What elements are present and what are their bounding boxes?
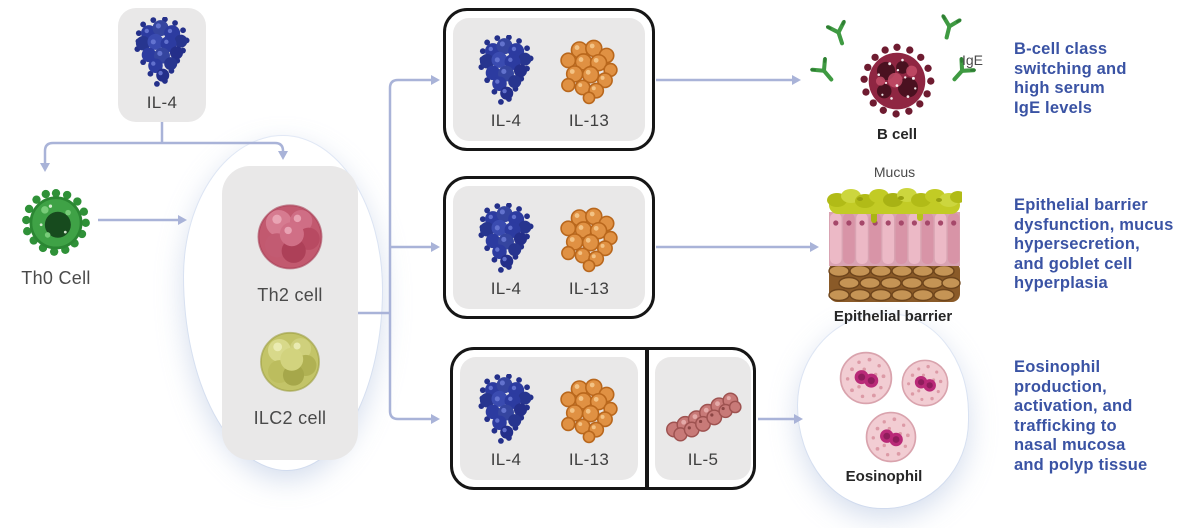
cytokine-il13: IL-13: [557, 206, 621, 299]
outcome-text-line: Epithelial barrier: [1014, 196, 1148, 214]
th0-cell-icon: [17, 182, 95, 260]
epithelial-barrier-illustration: [827, 188, 962, 302]
outcome-text-line: production,: [1014, 377, 1107, 396]
eosinophil-caption: Eosinophil: [845, 468, 923, 485]
ilc2-cell-icon: [253, 324, 327, 398]
il5-label: IL-5: [687, 450, 719, 469]
il4-cytokine-icon: [477, 203, 535, 273]
cytokine-il5: IL-5: [661, 386, 745, 470]
il4-source-label: IL-4: [146, 93, 178, 112]
il4-cytokine-icon: [477, 35, 535, 105]
cytokine-il4: IL-4: [477, 374, 535, 470]
outcome-text-line: dysfunction, mucus: [1014, 215, 1174, 234]
th2-cell-icon: [251, 197, 329, 275]
th2-cell-label: Th2 cell: [257, 285, 323, 306]
cytokine-il13: IL-13: [557, 38, 621, 131]
il5-cytokine-icon: [661, 386, 745, 444]
ige-label: IgE: [962, 52, 984, 68]
outcome-text-line: IgE levels: [1014, 98, 1093, 117]
outcome-text-line: hypersecretion,: [1014, 235, 1140, 253]
th0-cell-label: Th0 Cell: [21, 268, 91, 288]
il13-label: IL-13: [568, 111, 610, 130]
mucus-label: Mucus: [873, 164, 916, 180]
outcome-text-line: switching and: [1014, 59, 1127, 78]
outcome-text-line: activation, and: [1014, 397, 1133, 415]
cytokine-box-top: IL-4 IL-13: [443, 8, 655, 151]
b-cell-icon: [855, 40, 939, 124]
outcome-text-line: B-cell class: [1014, 40, 1108, 58]
outcome-text-line: Eosinophil: [1014, 358, 1101, 376]
il4-cytokine-icon: [133, 17, 191, 87]
ilc2-cell: ILC2 cell: [253, 324, 327, 429]
outcome-text-line: high serum: [1014, 79, 1105, 97]
il4-cytokine-icon: [477, 374, 535, 444]
cytokine-il13: IL-13: [557, 377, 621, 470]
box-divider: [645, 350, 649, 487]
bcell-outcome-text: B-cell class switching and high serum Ig…: [1014, 40, 1127, 118]
cytokine-il4: IL-4: [477, 35, 535, 131]
outcome-text-line: nasal mucosa: [1014, 436, 1126, 454]
epithelium-outcome-text: Epithelial barrier dysfunction, mucus hy…: [1014, 196, 1173, 294]
eosinophil-cell-icon: [864, 410, 918, 464]
outcome-text-line: hyperplasia: [1014, 274, 1108, 292]
il4-label: IL-4: [490, 111, 522, 130]
eosinophil-cell-icon: [838, 350, 894, 406]
outcome-text-line: trafficking to: [1014, 416, 1117, 435]
il13-cytokine-icon: [557, 206, 621, 273]
il13-cytokine-icon: [557, 38, 621, 105]
il13-cytokine-icon: [557, 377, 621, 444]
il4-label: IL-4: [490, 279, 522, 298]
outcome-text-line: and polyp tissue: [1014, 455, 1148, 474]
cytokine-il4: IL-4: [477, 203, 535, 299]
il4-source-card: IL-4: [118, 8, 206, 122]
il13-label: IL-13: [568, 450, 610, 469]
il13-label: IL-13: [568, 279, 610, 298]
th2-cell: Th2 cell: [251, 197, 329, 306]
eosinophil-cloud: [798, 314, 968, 508]
cytokine-box-bottom: IL-4 IL-13 IL-5: [450, 347, 756, 490]
cytokine-box-middle: IL-4 IL-13: [443, 176, 655, 319]
eosinophil-outcome-text: Eosinophil production, activation, and t…: [1014, 358, 1147, 475]
eosinophil-cell-icon: [900, 358, 950, 408]
epithelial-barrier-caption: Epithelial barrier: [833, 308, 953, 325]
outcome-text-line: and goblet cell: [1014, 254, 1133, 273]
b-cell-label: B cell: [876, 126, 918, 143]
th2-ilc2-panel: Th2 cell ILC2 cell: [222, 166, 358, 460]
il4-label: IL-4: [490, 450, 522, 469]
th0-cell: Th0 Cell: [12, 182, 100, 289]
ilc2-cell-label: ILC2 cell: [253, 407, 327, 428]
